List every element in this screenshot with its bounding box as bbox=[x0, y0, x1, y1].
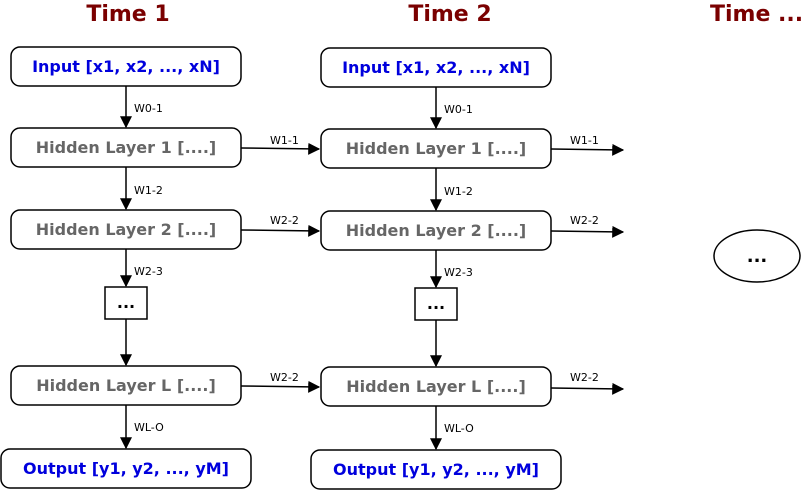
input-node-label: Input [x1, x2, ..., xN] bbox=[32, 57, 220, 76]
continuation-node bbox=[713, 229, 801, 283]
column-time-1: Input [x1, x2, ..., xN] Hidden Layer 1 [… bbox=[0, 46, 252, 489]
recurrent-edge-hidden2 bbox=[240, 224, 321, 237]
recurrent-label-w1-1: W1-1 bbox=[570, 134, 599, 147]
recurrent-edge-hidden1 bbox=[240, 142, 321, 155]
hidden-layer-1-label: Hidden Layer 1 [....] bbox=[346, 139, 526, 158]
recurrent-edges-time1-to-time2: W1-1 W2-2 W2-2 bbox=[240, 134, 321, 393]
intermediate-layers-label: ... bbox=[117, 293, 135, 312]
recurrent-label-w2-2-l: W2-2 bbox=[270, 371, 299, 384]
recurrent-edge-hidden2 bbox=[550, 225, 625, 238]
edge-label-w1-2: W1-2 bbox=[444, 185, 473, 198]
time-1-title: Time 1 bbox=[86, 2, 169, 27]
recurrent-label-w2-2-l: W2-2 bbox=[570, 371, 599, 384]
recurrent-edge-hiddenl bbox=[240, 380, 321, 393]
edge-label-wl-o: WL-O bbox=[134, 421, 164, 434]
edge-label-w2-3: W2-3 bbox=[134, 265, 163, 278]
edge-label-wl-o: WL-O bbox=[444, 422, 474, 435]
recurrent-edge-hidden1 bbox=[550, 143, 625, 156]
input-node-label: Input [x1, x2, ..., xN] bbox=[342, 58, 530, 77]
edge-label-w0-1: W0-1 bbox=[444, 103, 473, 116]
recurrent-label-w1-1: W1-1 bbox=[270, 134, 299, 147]
edge-label-w1-2: W1-2 bbox=[134, 184, 163, 197]
continuation-label: ... bbox=[747, 246, 768, 267]
edge-label-w0-1: W0-1 bbox=[134, 102, 163, 115]
time-2-title: Time 2 bbox=[408, 2, 491, 27]
intermediate-layers-label: ... bbox=[427, 294, 445, 313]
time-next-title: Time ... bbox=[710, 2, 803, 27]
hidden-layer-1-label: Hidden Layer 1 [....] bbox=[36, 138, 216, 157]
hidden-layer-l-label: Hidden Layer L [....] bbox=[346, 377, 526, 396]
output-node-label: Output [y1, y2, ..., yM] bbox=[333, 460, 539, 479]
recurrent-label-w2-2: W2-2 bbox=[570, 214, 599, 227]
recurrent-edge-hiddenl bbox=[550, 382, 625, 395]
column-time-2: Input [x1, x2, ..., xN] Hidden Layer 1 [… bbox=[310, 47, 562, 490]
recurrent-label-w2-2: W2-2 bbox=[270, 214, 299, 227]
output-node-label: Output [y1, y2, ..., yM] bbox=[23, 459, 229, 478]
hidden-layer-2-label: Hidden Layer 2 [....] bbox=[36, 220, 216, 239]
hidden-layer-l-label: Hidden Layer L [....] bbox=[36, 376, 216, 395]
edge-label-w2-3: W2-3 bbox=[444, 266, 473, 279]
hidden-layer-2-label: Hidden Layer 2 [....] bbox=[346, 221, 526, 240]
recurrent-edges-time2-to-next: W1-1 W2-2 W2-2 bbox=[550, 134, 625, 395]
